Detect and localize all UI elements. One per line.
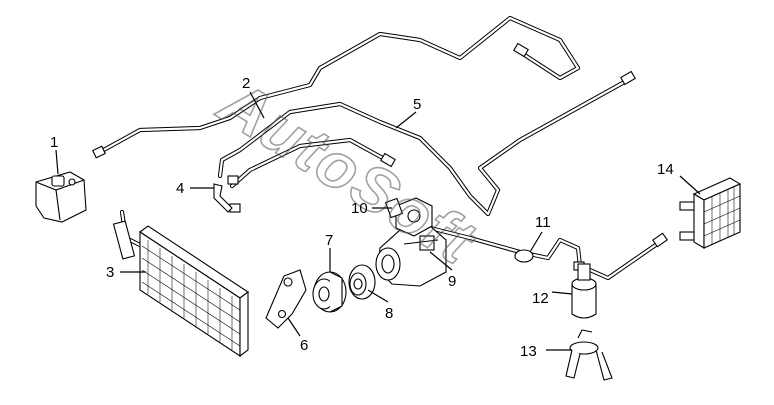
pipe-mid-line: [229, 137, 393, 189]
callout-7: 7: [325, 232, 333, 272]
callout-1: 1: [50, 134, 59, 175]
evaporator: [679, 177, 742, 249]
callout-number: 4: [176, 180, 184, 197]
callout-number: 2: [242, 75, 250, 92]
high-pressure-switch: [384, 197, 404, 219]
callout-5: 5: [395, 96, 421, 129]
callout-14: 14: [657, 161, 701, 195]
receiver-drier: [571, 263, 597, 319]
pipe-liquid-line: [427, 225, 583, 269]
callout-12: 12: [532, 290, 573, 307]
callout-number: 3: [106, 264, 114, 281]
callout-8: 8: [367, 289, 393, 322]
expansion-reservoir: [35, 171, 87, 223]
compressor-bracket: [265, 269, 307, 329]
pipe-drier-to-evaporator: [587, 239, 663, 281]
callout-number: 10: [351, 200, 368, 217]
condenser: [112, 220, 249, 358]
callout-number: 7: [325, 232, 333, 249]
callout-number: 1: [50, 134, 58, 151]
callout-number: 9: [448, 273, 456, 290]
pipe-fittings: [92, 42, 668, 271]
callout-6: 6: [287, 317, 308, 354]
callout-number: 14: [657, 161, 674, 178]
callout-10: 10: [351, 200, 392, 217]
callout-2: 2: [242, 75, 265, 119]
callout-11: 11: [529, 214, 551, 253]
callout-9: 9: [429, 251, 456, 290]
callout-number: 11: [535, 214, 551, 231]
pipe-suction-line: [217, 77, 631, 217]
callout-number: 13: [520, 343, 537, 360]
pressure-line-valve: [514, 249, 534, 263]
callout-number: 5: [413, 96, 421, 113]
callout-number: 8: [385, 305, 393, 322]
callout-4: 4: [176, 180, 214, 197]
callout-3: 3: [106, 264, 146, 281]
pipe-upper-long: [97, 15, 581, 155]
ac-compressor: [375, 197, 447, 287]
callout-number: 6: [300, 337, 308, 354]
compressor-pulley: [312, 271, 347, 313]
callout-number: 12: [532, 290, 549, 307]
pipe-connector-clip: [213, 183, 233, 213]
drier-bracket: [565, 329, 613, 381]
callout-13: 13: [520, 343, 572, 360]
clutch-coil: [348, 264, 376, 300]
